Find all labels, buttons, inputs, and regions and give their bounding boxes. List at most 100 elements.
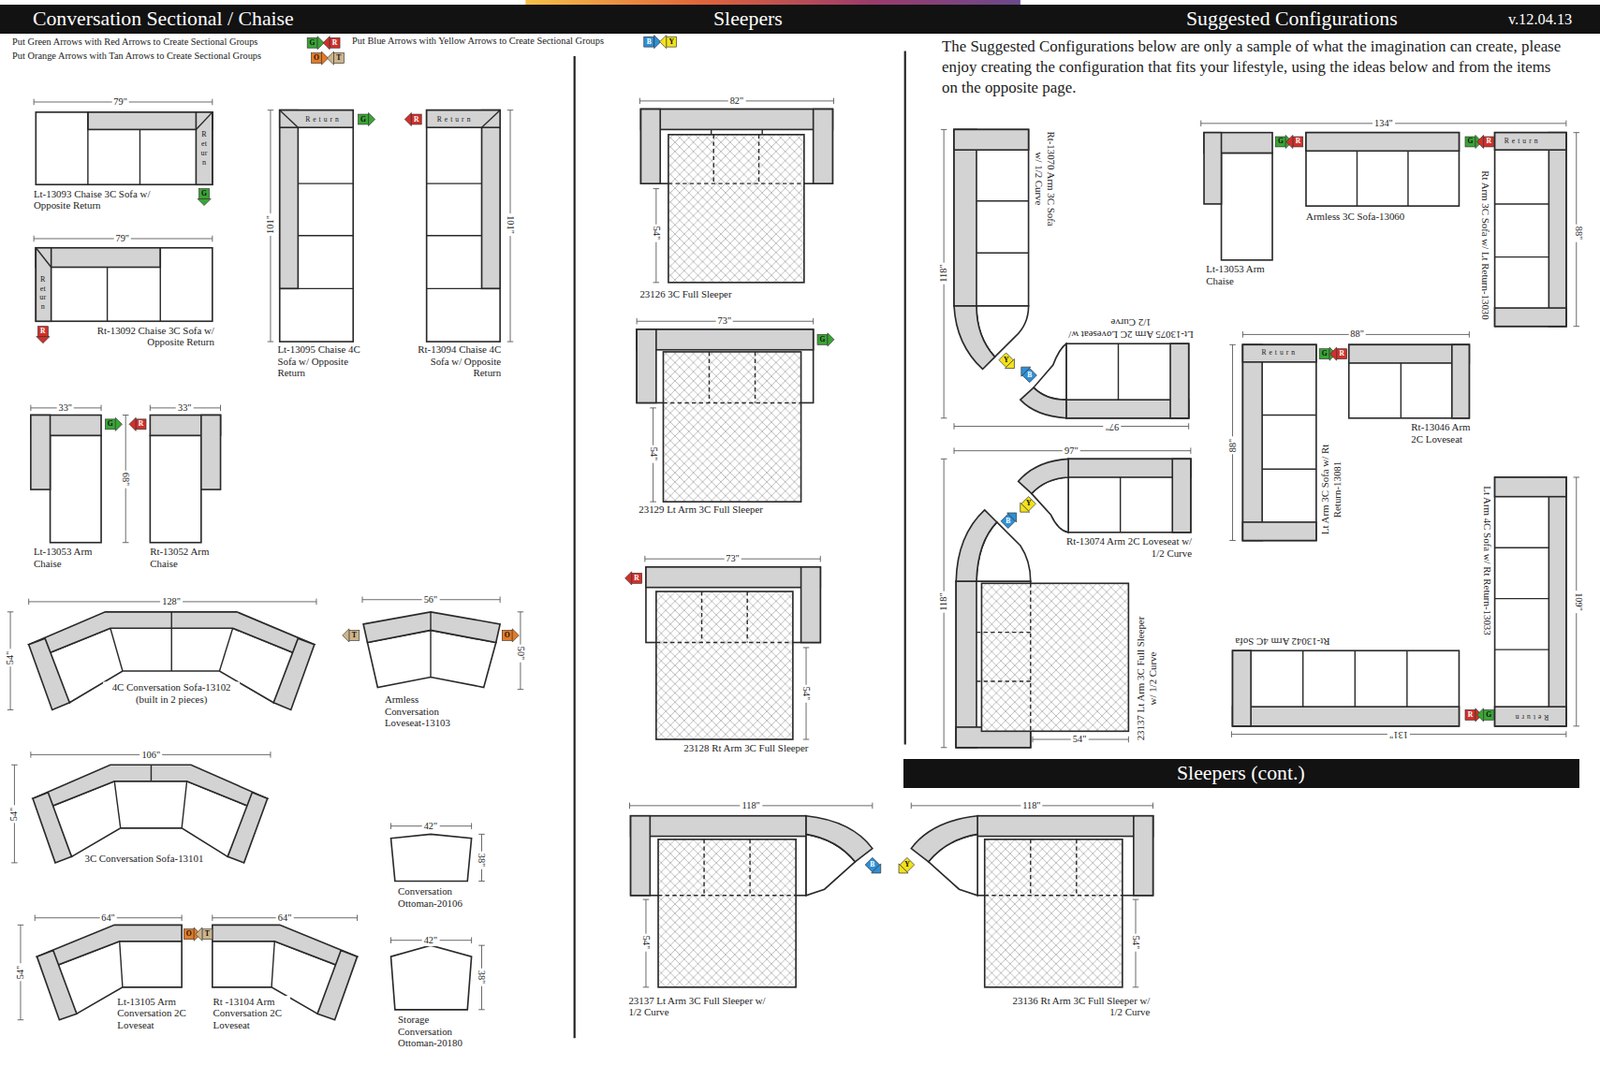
dimension: 79" (111, 96, 130, 108)
connector-arrow (358, 112, 376, 126)
seam-line (954, 447, 955, 455)
seam-line (35, 248, 51, 268)
seam-line (1029, 839, 1031, 896)
seam-line (7, 709, 15, 711)
model-label: 23129 Lt Arm 3C Full Sleeper (638, 503, 764, 516)
seam-line (984, 895, 1123, 896)
seam-line (139, 129, 141, 185)
seam-line (426, 234, 483, 236)
furniture-part (631, 816, 807, 837)
furniture-part (1452, 344, 1470, 418)
arrow-letter: G (1321, 350, 1328, 359)
seam-line (940, 417, 948, 419)
dimension: 97" (1103, 421, 1122, 433)
dimension: 64" (99, 912, 118, 925)
dimension: 118" (938, 262, 950, 284)
furniture-part (1203, 132, 1222, 205)
connector-arrow (894, 856, 916, 879)
seam-line (1189, 447, 1191, 455)
seam-line (754, 352, 756, 403)
furniture-part (391, 945, 472, 1011)
connector-arrow (1286, 134, 1304, 148)
furniture-part (636, 329, 814, 351)
dimension: 118" (1020, 800, 1043, 812)
model-label: 23137 Lt Arm 3C Full Sleeper w/ 1/2 Curv… (628, 995, 772, 1019)
furniture-part (1242, 344, 1263, 541)
seam-line (33, 99, 35, 106)
dimension: 33" (176, 402, 194, 414)
intro-note: The Suggested Configurations below are o… (941, 36, 1563, 98)
return-label: Return (1504, 137, 1542, 147)
seam-line (220, 405, 221, 412)
arrow-letter: Y (668, 37, 675, 46)
furniture-curve (1020, 387, 1067, 419)
connector-arrow (104, 417, 122, 431)
model-label: Conversation Ottoman-20106 (397, 885, 478, 910)
seam-line (33, 235, 35, 243)
model-label: Lt-13093 Chaise 3C Sofa w/ Opposite Retu… (33, 188, 151, 212)
model-label: Rt-13092 Chaise 3C Sofa w/ Opposite Retu… (97, 324, 215, 349)
seam-line (1354, 650, 1356, 707)
return-label: Return (1512, 713, 1550, 722)
seam-line (1572, 725, 1580, 727)
seam-line (1572, 132, 1580, 133)
seam-line (1152, 803, 1154, 810)
seam-line (910, 803, 912, 810)
furniture-part (32, 764, 268, 808)
dimension: 64" (276, 912, 294, 925)
model-label: Rt-13074 Arm 2C Loveseat w/ 1/2 Curve (1064, 535, 1192, 559)
furniture-part (1233, 650, 1460, 727)
header-text: Conversation Sectional / Chaise (32, 7, 294, 31)
connector-arrow (197, 189, 211, 206)
seam-line (1075, 839, 1077, 896)
furniture-part (1170, 343, 1189, 419)
furniture-part (88, 112, 213, 131)
connector-arrow (817, 333, 835, 347)
seam-line (820, 556, 822, 563)
seam-line (713, 134, 715, 184)
header-text: Sleepers (713, 7, 783, 31)
return-label: Return (305, 115, 342, 124)
arrow-letter: R (138, 420, 145, 429)
seam-line (101, 405, 103, 412)
return-label: Return (200, 131, 208, 168)
model-label: Rt-13046 Arm 2C Loveseat (1410, 421, 1484, 445)
seam-line (426, 288, 500, 290)
furniture-curve (806, 816, 873, 863)
arrow-letter: Y (904, 861, 911, 870)
seam-line (1229, 344, 1236, 346)
furniture-part (801, 567, 822, 644)
seam-line (1565, 120, 1567, 128)
seam-line (499, 596, 501, 603)
seam-line (1132, 899, 1140, 901)
seam-line (636, 318, 638, 325)
connector-arrow (342, 629, 360, 643)
seam-line (362, 596, 364, 603)
furniture-part (1495, 132, 1567, 327)
dimension: 73" (723, 553, 742, 565)
furniture-part (1242, 522, 1316, 542)
seam-line (356, 914, 358, 922)
model-label: Lt-13053 Arm Chaise (33, 545, 107, 570)
arrow-letter: T (205, 930, 210, 940)
seam-line (1407, 150, 1409, 206)
seam-line (954, 425, 1189, 427)
furniture-part (954, 129, 1029, 307)
seam-line (297, 234, 353, 236)
furniture-part (641, 109, 661, 185)
furniture-part (273, 638, 315, 710)
arrow-letter: B (1005, 517, 1011, 527)
seam-line (29, 751, 31, 759)
seam-line (87, 112, 89, 185)
connector-arrow (1330, 347, 1348, 361)
seam-line (211, 99, 213, 106)
furniture-part (35, 248, 51, 322)
arrow-letter: G (1467, 137, 1474, 147)
legend-text: Put Green Arrows with Red Arrows to Crea… (12, 36, 258, 47)
arrow-letter: G (1485, 711, 1492, 720)
connector-arrow (322, 36, 340, 50)
dimension: 88" (1572, 223, 1585, 242)
connector-arrow (660, 35, 677, 49)
seam-line (1565, 731, 1567, 738)
furniture-part (279, 110, 353, 129)
